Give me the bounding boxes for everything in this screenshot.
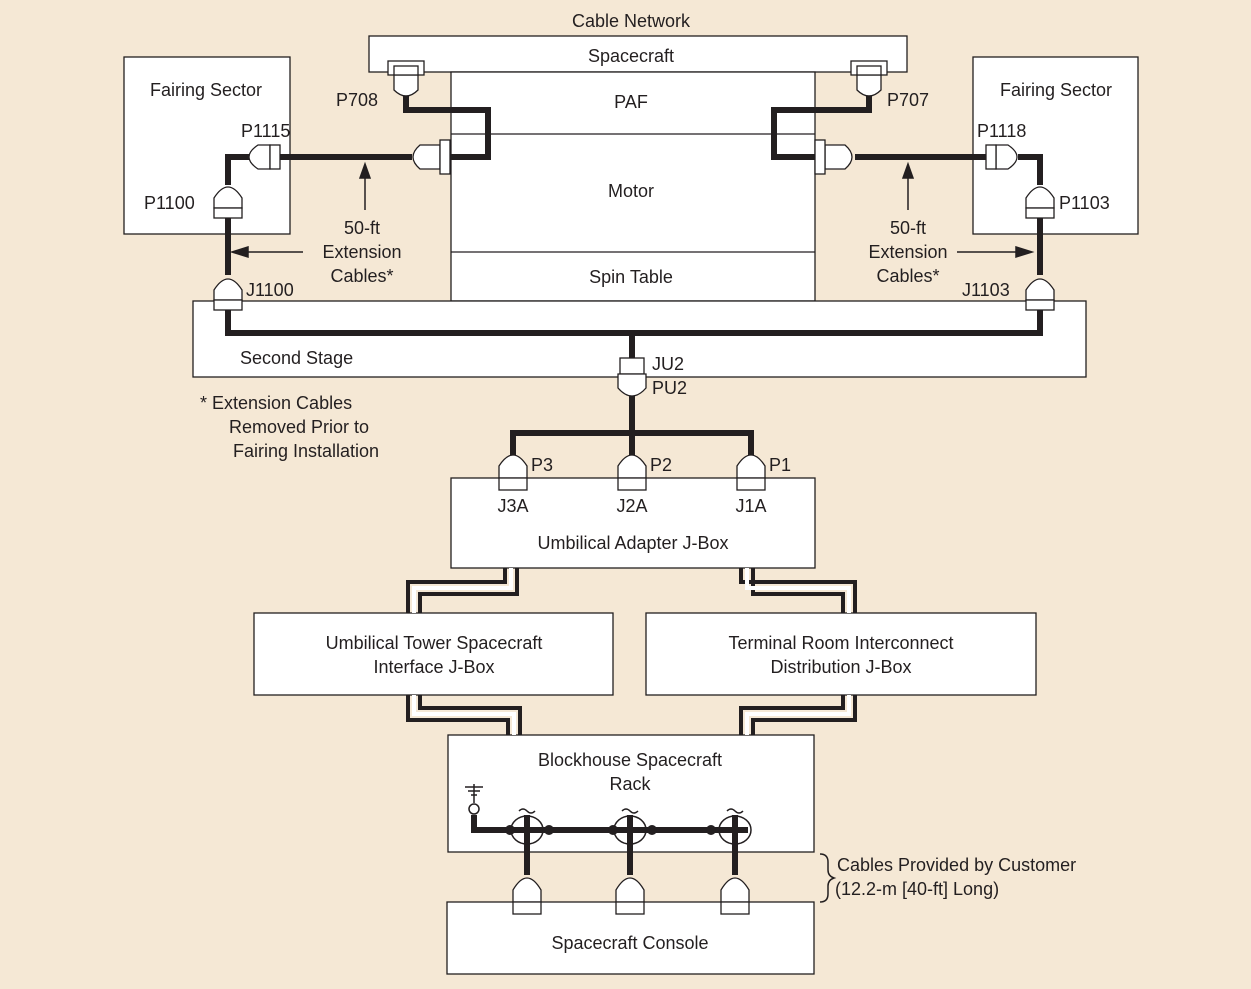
diagram-title: Cable Network (572, 11, 691, 31)
brace-icon (819, 853, 837, 903)
connector-label-j1100: J1100 (246, 280, 294, 300)
spin-table-label: Spin Table (589, 267, 673, 287)
plug-connector-icon (617, 454, 647, 491)
plug-connector-icon (512, 877, 542, 915)
customer-cables-line-1: Cables Provided by Customer (837, 855, 1076, 875)
umbilical-tower-label-2: Interface J-Box (373, 657, 494, 677)
fairing-sector-right-label: Fairing Sector (1000, 80, 1112, 100)
connector-label-p707: P707 (887, 90, 929, 110)
cable-lines (225, 96, 1043, 875)
motor-label: Motor (608, 181, 654, 201)
footnote-line-3: Fairing Installation (233, 441, 379, 461)
spacecraft-console-label: Spacecraft Console (551, 933, 708, 953)
plug-connector-icon (736, 454, 766, 491)
extension-label-left-2: Extension (322, 242, 401, 262)
second-stage-label: Second Stage (240, 348, 353, 368)
payload-stack (450, 71, 816, 302)
connector-label-pu2: PU2 (652, 378, 687, 398)
extension-label-left-3: Cables* (330, 266, 393, 286)
footnote-line-1: * Extension Cables (200, 393, 352, 413)
plug-connector-icon (617, 357, 647, 397)
umbilical-tower-label-1: Umbilical Tower Spacecraft (326, 633, 543, 653)
customer-cables-line-2: (12.2-m [40-ft] Long) (835, 879, 999, 899)
extension-label-left-1: 50-ft (344, 218, 380, 238)
extension-label-right-3: Cables* (876, 266, 939, 286)
connector-label-p3: P3 (531, 455, 553, 475)
umbilical-tower-box (253, 612, 614, 696)
plug-connector-icon (985, 144, 1018, 170)
terminal-room-label-1: Terminal Room Interconnect (728, 633, 953, 653)
plug-connector-icon (1025, 186, 1055, 219)
coax-connector-icon (608, 808, 657, 845)
plug-connector-icon (387, 60, 425, 97)
connector-label-p1: P1 (769, 455, 791, 475)
umbilical-adapter-label: Umbilical Adapter J-Box (537, 533, 728, 553)
connector-label-j1103: J1103 (962, 280, 1010, 300)
plug-connector-icon (1025, 278, 1055, 311)
connector-label-p708: P708 (336, 90, 378, 110)
arrow-lines (229, 161, 1035, 259)
plug-connector-icon (615, 877, 645, 915)
plug-connector-icon (248, 144, 281, 170)
connector-label-p1118: P1118 (977, 121, 1026, 141)
plug-connector-icon (213, 186, 243, 219)
connector-label-p1103: P1103 (1059, 193, 1110, 213)
paf-label: PAF (614, 92, 648, 112)
ground-icon (465, 784, 483, 815)
blockhouse-label-2: Rack (609, 774, 651, 794)
extension-label-right-2: Extension (868, 242, 947, 262)
connector-label-ju2: JU2 (652, 354, 684, 374)
plug-connector-icon (720, 877, 750, 915)
connector-label-p2: P2 (650, 455, 672, 475)
spacecraft-label: Spacecraft (588, 46, 674, 66)
blockhouse-label-1: Blockhouse Spacecraft (538, 750, 722, 770)
umbilical-adapter-box (450, 477, 816, 569)
cable-bundles (406, 568, 857, 735)
connector-label-p1115: P1115 (241, 121, 290, 141)
footnote-line-2: Removed Prior to (229, 417, 369, 437)
spacecraft-box (368, 35, 908, 73)
connector-label-j3a: J3A (497, 496, 528, 516)
plug-connector-icon (850, 60, 888, 97)
connector-label-j1a: J1A (735, 496, 766, 516)
connector-label-j2a: J2A (616, 496, 647, 516)
terminal-room-label-2: Distribution J-Box (770, 657, 911, 677)
coax-connector-icon (505, 808, 554, 845)
terminal-room-box (645, 612, 1037, 696)
plug-connector-icon (814, 139, 853, 175)
fairing-sector-left-label: Fairing Sector (150, 80, 262, 100)
extension-label-right-1: 50-ft (890, 218, 926, 238)
plug-connector-icon (412, 139, 451, 175)
connector-label-p1100: P1100 (144, 193, 195, 213)
plug-connector-icon (498, 454, 528, 491)
coax-connector-icon (706, 808, 752, 845)
plug-connector-icon (213, 278, 243, 311)
